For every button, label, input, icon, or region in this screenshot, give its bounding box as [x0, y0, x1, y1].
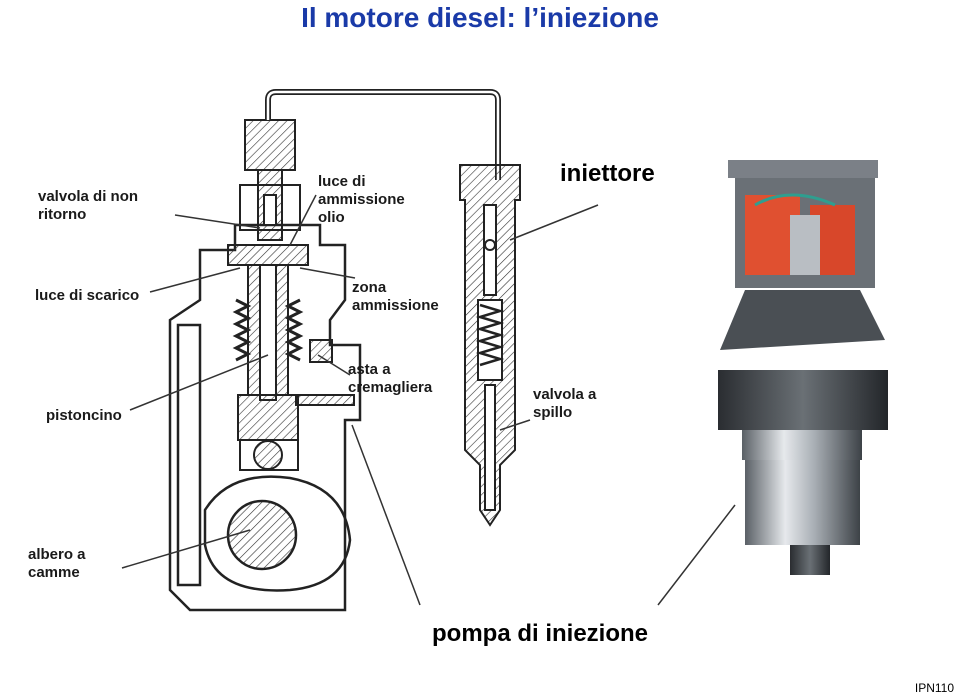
pump-photo — [718, 160, 888, 575]
pump-housing — [168, 223, 362, 612]
page-title: Il motore diesel: l’iniezione — [301, 2, 659, 33]
injector — [459, 164, 521, 527]
plunger-spring — [232, 298, 304, 362]
label-pompa-iniezione: pompa di iniezione — [432, 620, 649, 647]
label-luce-ammissione-olio: luce di ammissione olio — [318, 173, 405, 226]
tappet — [237, 394, 299, 471]
label-asta-cremagliera: asta a cremagliera — [348, 361, 433, 396]
label-albero-camme: albero a camme — [28, 546, 86, 581]
barrel — [227, 244, 309, 401]
control-rack — [295, 339, 355, 406]
label-zona-ammissione: zona ammissione — [352, 279, 439, 314]
camshaft — [203, 475, 352, 592]
label-pistoncino: pistoncino — [46, 407, 122, 424]
label-valvola-spillo: valvola a spillo — [533, 386, 597, 421]
delivery-valve — [239, 119, 301, 241]
label-valvola-non-ritorno: valvola di non ritorno — [38, 188, 139, 223]
slide-code: IPN110 — [914, 681, 954, 695]
label-luce-scarico: luce di scarico — [35, 287, 140, 304]
label-iniettore: iniettore — [560, 160, 655, 187]
leader-lines — [121, 194, 736, 606]
